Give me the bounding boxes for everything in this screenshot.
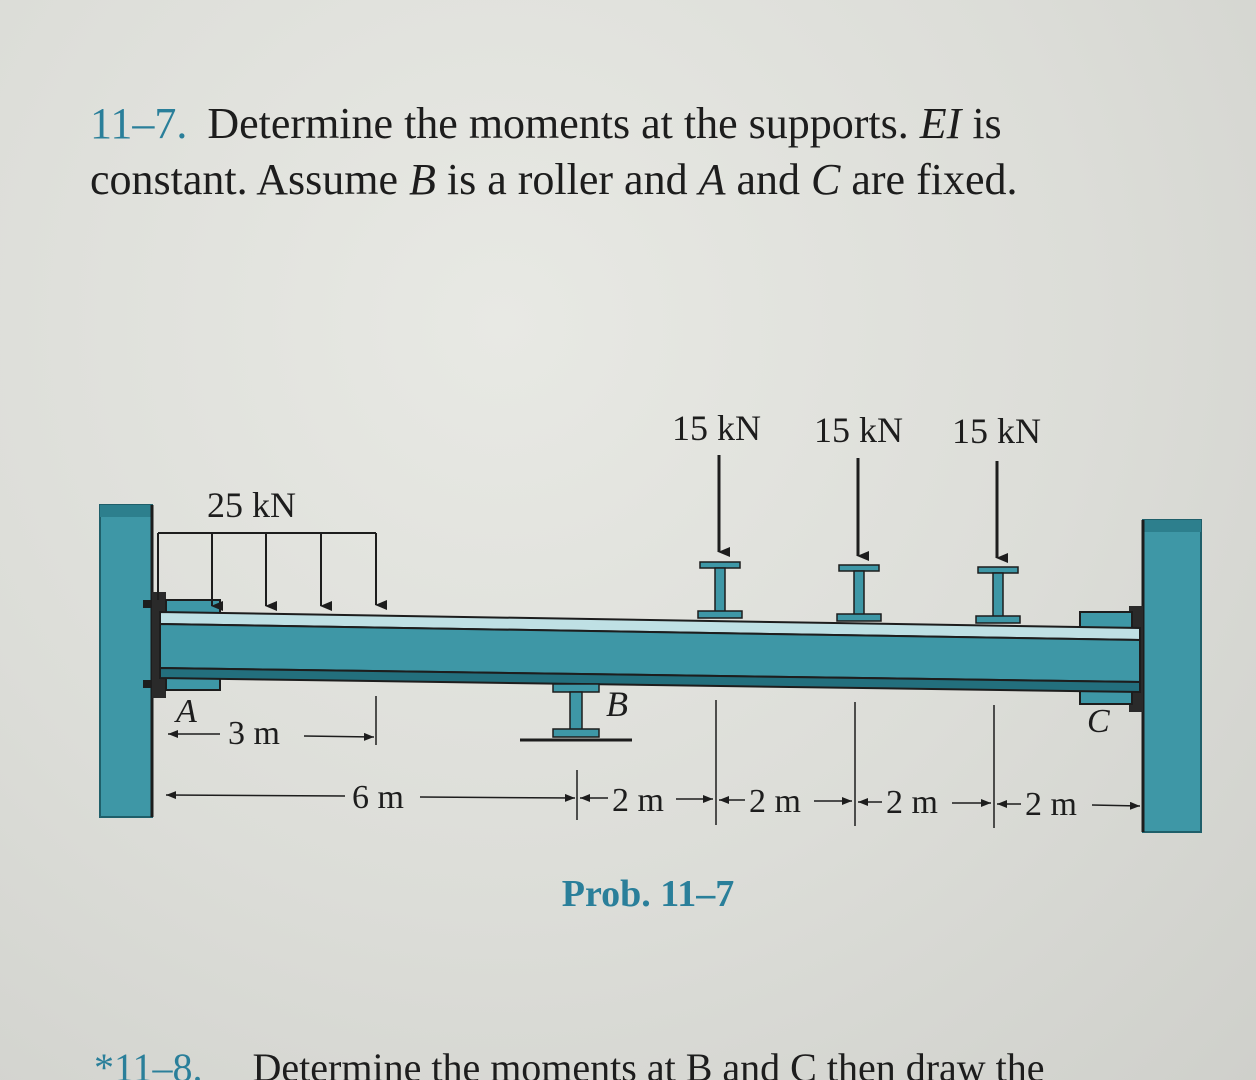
- point-load-label-1: 15 kN: [672, 408, 761, 448]
- point-load-label-2: 15 kN: [814, 410, 903, 450]
- problem-number: 11–7.: [90, 99, 188, 148]
- problem-line2b: is a roller and: [446, 155, 688, 204]
- problem-line2c: are fixed.: [851, 155, 1018, 204]
- dim-label-2m-2: 2 m: [749, 783, 801, 820]
- dim-label-2m-3: 2 m: [886, 784, 938, 821]
- problem-line1: Determine the moments at the supports.: [207, 99, 909, 148]
- dim-label-3m: 3 m: [228, 715, 280, 752]
- figure-caption: Prob. 11–7: [561, 873, 735, 915]
- dim-6m: [165, 791, 576, 802]
- problem-line2a: constant. Assume: [90, 155, 398, 204]
- label-a: A: [174, 693, 197, 730]
- next-problem: *11–8. Determine the moments at B and C t…: [94, 1044, 1244, 1080]
- right-wall: [1141, 519, 1202, 833]
- point-load-1: [697, 455, 743, 619]
- next-problem-number: *11–8.: [94, 1045, 203, 1080]
- point-load-2: [836, 458, 882, 622]
- udl-label: 25 kN: [207, 485, 296, 525]
- a-symbol: A: [698, 155, 726, 204]
- ei-symbol: EI: [919, 99, 962, 148]
- dim-2m-segments: [580, 794, 1141, 810]
- dim-label-6m: 6 m: [352, 779, 404, 816]
- extension-lines: [375, 696, 995, 828]
- dim-3m: [168, 730, 375, 741]
- point-load-3: [975, 461, 1021, 624]
- problem-statement: 11–7. Determine the moments at the suppor…: [90, 96, 1226, 208]
- label-c: C: [1087, 703, 1110, 740]
- next-problem-text: Determine the moments at B and C then dr…: [252, 1045, 1045, 1080]
- point-load-label-3: 15 kN: [952, 411, 1041, 451]
- label-b: B: [606, 684, 628, 724]
- b-symbol: B: [408, 155, 436, 204]
- roller-support-b: [520, 683, 632, 742]
- word-is: is: [972, 99, 1002, 148]
- left-wall: [99, 504, 154, 818]
- distributed-load: [157, 532, 387, 611]
- dim-label-2m-1: 2 m: [612, 782, 664, 819]
- dim-label-2m-4: 2 m: [1025, 786, 1077, 823]
- word-and: and: [736, 155, 800, 204]
- c-symbol: C: [811, 155, 841, 204]
- main-beam: [159, 610, 1141, 694]
